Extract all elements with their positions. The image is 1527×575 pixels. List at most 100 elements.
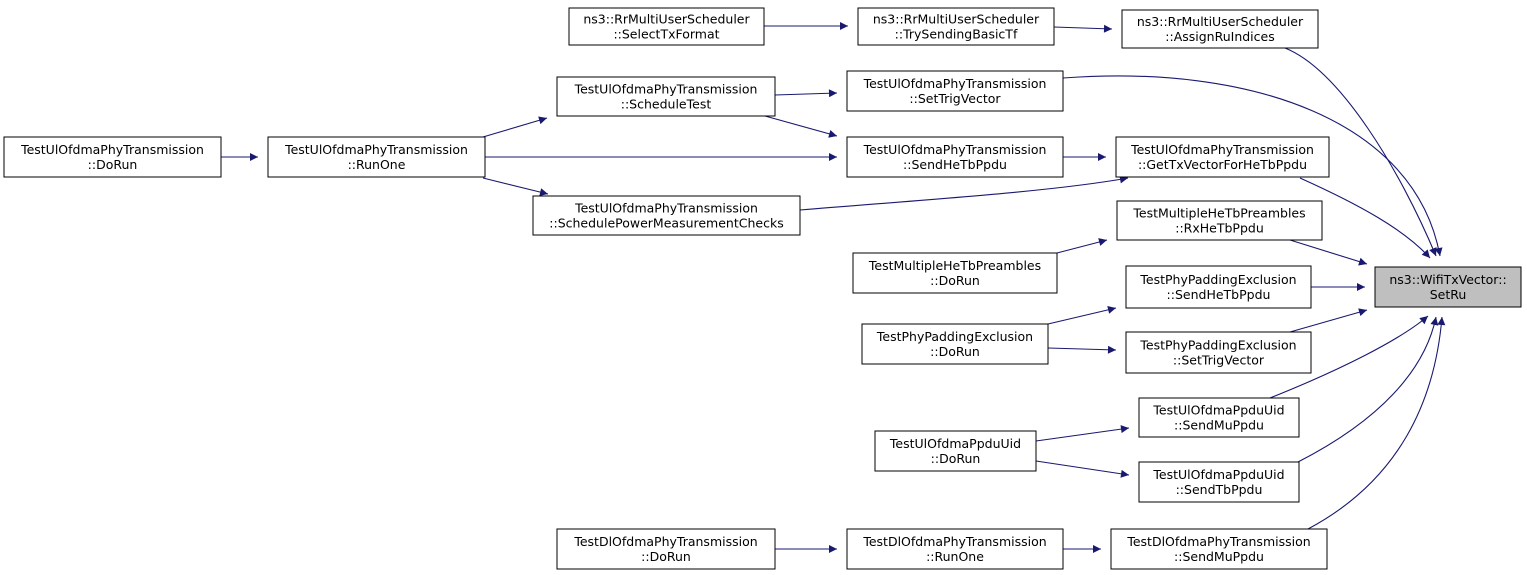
- edge-line: [1047, 345, 1117, 354]
- edge-line: [1047, 305, 1117, 325]
- node-dl_dorun[interactable]: TestDlOfdmaPhyTransmission::DoRun: [556, 528, 776, 570]
- node-ul_runone[interactable]: TestUlOfdmaPhyTransmission::RunOne: [267, 136, 486, 178]
- node-uid_sendtb[interactable]: TestUlOfdmaPpduUid::SendTbPpdu: [1138, 461, 1300, 503]
- node-setru: ns3::WifiTxVector::SetRu: [1374, 266, 1522, 308]
- node-trysending[interactable]: ns3::RrMultiUserScheduler::TrySendingBas…: [857, 7, 1055, 46]
- node-ul_sendhetb[interactable]: TestUlOfdmaPhyTransmission::SendHeTbPpdu: [846, 136, 1064, 178]
- node-box: [1125, 331, 1312, 374]
- node-pad_settrig[interactable]: TestPhyPaddingExclusion::SetTrigVector: [1125, 331, 1312, 374]
- node-label-line: TestUlOfdmaPhyTransmission: [574, 201, 758, 216]
- node-box: [1110, 528, 1328, 570]
- edge-ul_runone-to-ul_schedpower: [482, 177, 549, 196]
- node-box: [556, 76, 776, 117]
- node-label-line: ::RunOne: [348, 157, 406, 172]
- node-box: [568, 7, 765, 46]
- node-mhe_rx[interactable]: TestMultipleHeTbPreambles::RxHeTbPpdu: [1116, 200, 1323, 241]
- node-label-line: ::AssignRuIndices: [1165, 29, 1274, 44]
- node-box: [1121, 9, 1319, 49]
- node-label-line: TestUlOfdmaPhyTransmission: [863, 76, 1047, 91]
- node-label-line: TestDlOfdmaPhyTransmission: [1126, 534, 1310, 549]
- node-label-line: ::RxHeTbPpdu: [1175, 221, 1264, 236]
- node-pad_send[interactable]: TestPhyPaddingExclusion::SendHeTbPpdu: [1125, 265, 1312, 309]
- node-label-line: TestMultipleHeTbPreambles: [1132, 206, 1305, 221]
- node-label-line: ns3::RrMultiUserScheduler: [873, 12, 1040, 27]
- node-label-line: ::SendMuPpdu: [1174, 549, 1264, 564]
- node-label-line: SetRu: [1430, 287, 1467, 302]
- node-label-line: ::TrySendingBasicTf: [895, 27, 1018, 42]
- node-label-line: ::SelectTxFormat: [613, 27, 719, 42]
- edge-ul_schedtest-to-ul_settrig: [774, 89, 838, 98]
- edge-line: [1307, 316, 1446, 530]
- node-ul_schedtest[interactable]: TestUlOfdmaPhyTransmission::ScheduleTest: [556, 76, 776, 117]
- node-box: [846, 136, 1064, 178]
- node-label-line: ::RunOne: [926, 549, 984, 564]
- node-label-line: ::GetTxVectorForHeTbPpdu: [1138, 157, 1307, 172]
- node-label-line: TestMultipleHeTbPreambles: [868, 258, 1041, 273]
- edge-line: [482, 177, 549, 196]
- edge-ul_gettxvec-to-setru: [1299, 177, 1431, 259]
- node-assignru[interactable]: ns3::RrMultiUserScheduler::AssignRuIndic…: [1121, 9, 1319, 49]
- edge-mhe_rx-to-setru: [1289, 239, 1368, 266]
- node-label-line: ns3::RrMultiUserScheduler: [583, 12, 750, 27]
- edge-uid_dorun-to-uid_sendtb: [1035, 460, 1130, 478]
- node-label-line: TestUlOfdmaPhyTransmission: [574, 82, 758, 97]
- edge-uid_sendmu-to-setru: [1269, 315, 1429, 399]
- edge-uid_sendtb-to-setru: [1297, 316, 1439, 463]
- node-box: [532, 195, 801, 236]
- node-uid_sendmu[interactable]: TestUlOfdmaPpduUid::SendMuPpdu: [1138, 397, 1300, 438]
- node-label-line: ::SchedulePowerMeasurementChecks: [549, 216, 783, 231]
- node-label-line: TestPhyPaddingExclusion: [1139, 272, 1296, 287]
- edge-pad_settrig-to-setru: [1289, 308, 1368, 333]
- node-label-line: ::ScheduleTest: [621, 97, 712, 112]
- node-box: [1125, 265, 1312, 309]
- node-box: [1138, 397, 1300, 438]
- node-dl_runone[interactable]: TestDlOfdmaPhyTransmission::RunOne: [846, 528, 1064, 570]
- edge-line: [1289, 239, 1368, 266]
- edge-line: [764, 115, 838, 138]
- edge-trysending-to-assignru: [1053, 24, 1113, 33]
- node-box: [846, 70, 1064, 112]
- node-box: [3, 136, 222, 178]
- edge-ul_schedtest-to-ul_sendhetb: [764, 115, 838, 138]
- node-label-line: ns3::WifiTxVector::: [1389, 272, 1506, 287]
- node-label-line: ::DoRun: [641, 549, 691, 564]
- node-label-line: ::SendTbPpdu: [1176, 482, 1263, 497]
- node-label-line: TestUlOfdmaPhyTransmission: [284, 142, 468, 157]
- node-label-line: ns3::RrMultiUserScheduler: [1137, 14, 1304, 29]
- edge-line: [482, 116, 548, 138]
- node-ul_settrig[interactable]: TestUlOfdmaPhyTransmission::SetTrigVecto…: [846, 70, 1064, 112]
- edge-dl_sendmu-to-setru: [1307, 316, 1446, 530]
- node-label-line: TestUlOfdmaPpduUid: [1152, 403, 1284, 418]
- node-pad_dorun[interactable]: TestPhyPaddingExclusion::DoRun: [861, 323, 1049, 365]
- edge-ul_settrig-to-setru: [1062, 75, 1443, 257]
- node-label-line: TestUlOfdmaPpduUid: [889, 436, 1021, 451]
- node-mhe_dorun[interactable]: TestMultipleHeTbPreambles::DoRun: [852, 252, 1058, 294]
- node-box: [1116, 200, 1323, 241]
- node-selecttx[interactable]: ns3::RrMultiUserScheduler::SelectTxForma…: [568, 7, 765, 46]
- edge-line: [1062, 75, 1443, 257]
- node-box: [857, 7, 1055, 46]
- edge-mhe_dorun-to-mhe_rx: [1056, 238, 1108, 254]
- node-ul_schedpower[interactable]: TestUlOfdmaPhyTransmission::SchedulePowe…: [532, 195, 801, 236]
- node-uid_dorun[interactable]: TestUlOfdmaPpduUid::DoRun: [874, 430, 1037, 472]
- node-label-line: TestUlOfdmaPhyTransmission: [1130, 142, 1314, 157]
- node-box: [874, 430, 1037, 472]
- edge-line: [1297, 316, 1439, 463]
- node-box: [556, 528, 776, 570]
- edge-line: [1035, 425, 1130, 442]
- edges-layer: [221, 22, 1446, 553]
- node-label-line: TestUlOfdmaPpduUid: [1152, 467, 1284, 482]
- node-ul_dorun[interactable]: TestUlOfdmaPhyTransmission::DoRun: [3, 136, 222, 178]
- node-ul_gettxvec[interactable]: TestUlOfdmaPhyTransmission::GetTxVectorF…: [1115, 136, 1330, 178]
- edge-line: [774, 89, 838, 98]
- node-dl_sendmu[interactable]: TestDlOfdmaPhyTransmission::SendMuPpdu: [1110, 528, 1328, 570]
- edge-line: [1299, 177, 1431, 259]
- edge-line: [1289, 308, 1368, 333]
- edge-pad_dorun-to-pad_send: [1047, 305, 1117, 325]
- edge-uid_dorun-to-uid_sendmu: [1035, 425, 1130, 442]
- node-label-line: ::SetTrigVector: [1173, 353, 1265, 368]
- node-label-line: ::DoRun: [88, 157, 138, 172]
- node-box: [852, 252, 1058, 294]
- node-label-line: TestPhyPaddingExclusion: [1139, 338, 1296, 353]
- node-box: [1374, 266, 1522, 308]
